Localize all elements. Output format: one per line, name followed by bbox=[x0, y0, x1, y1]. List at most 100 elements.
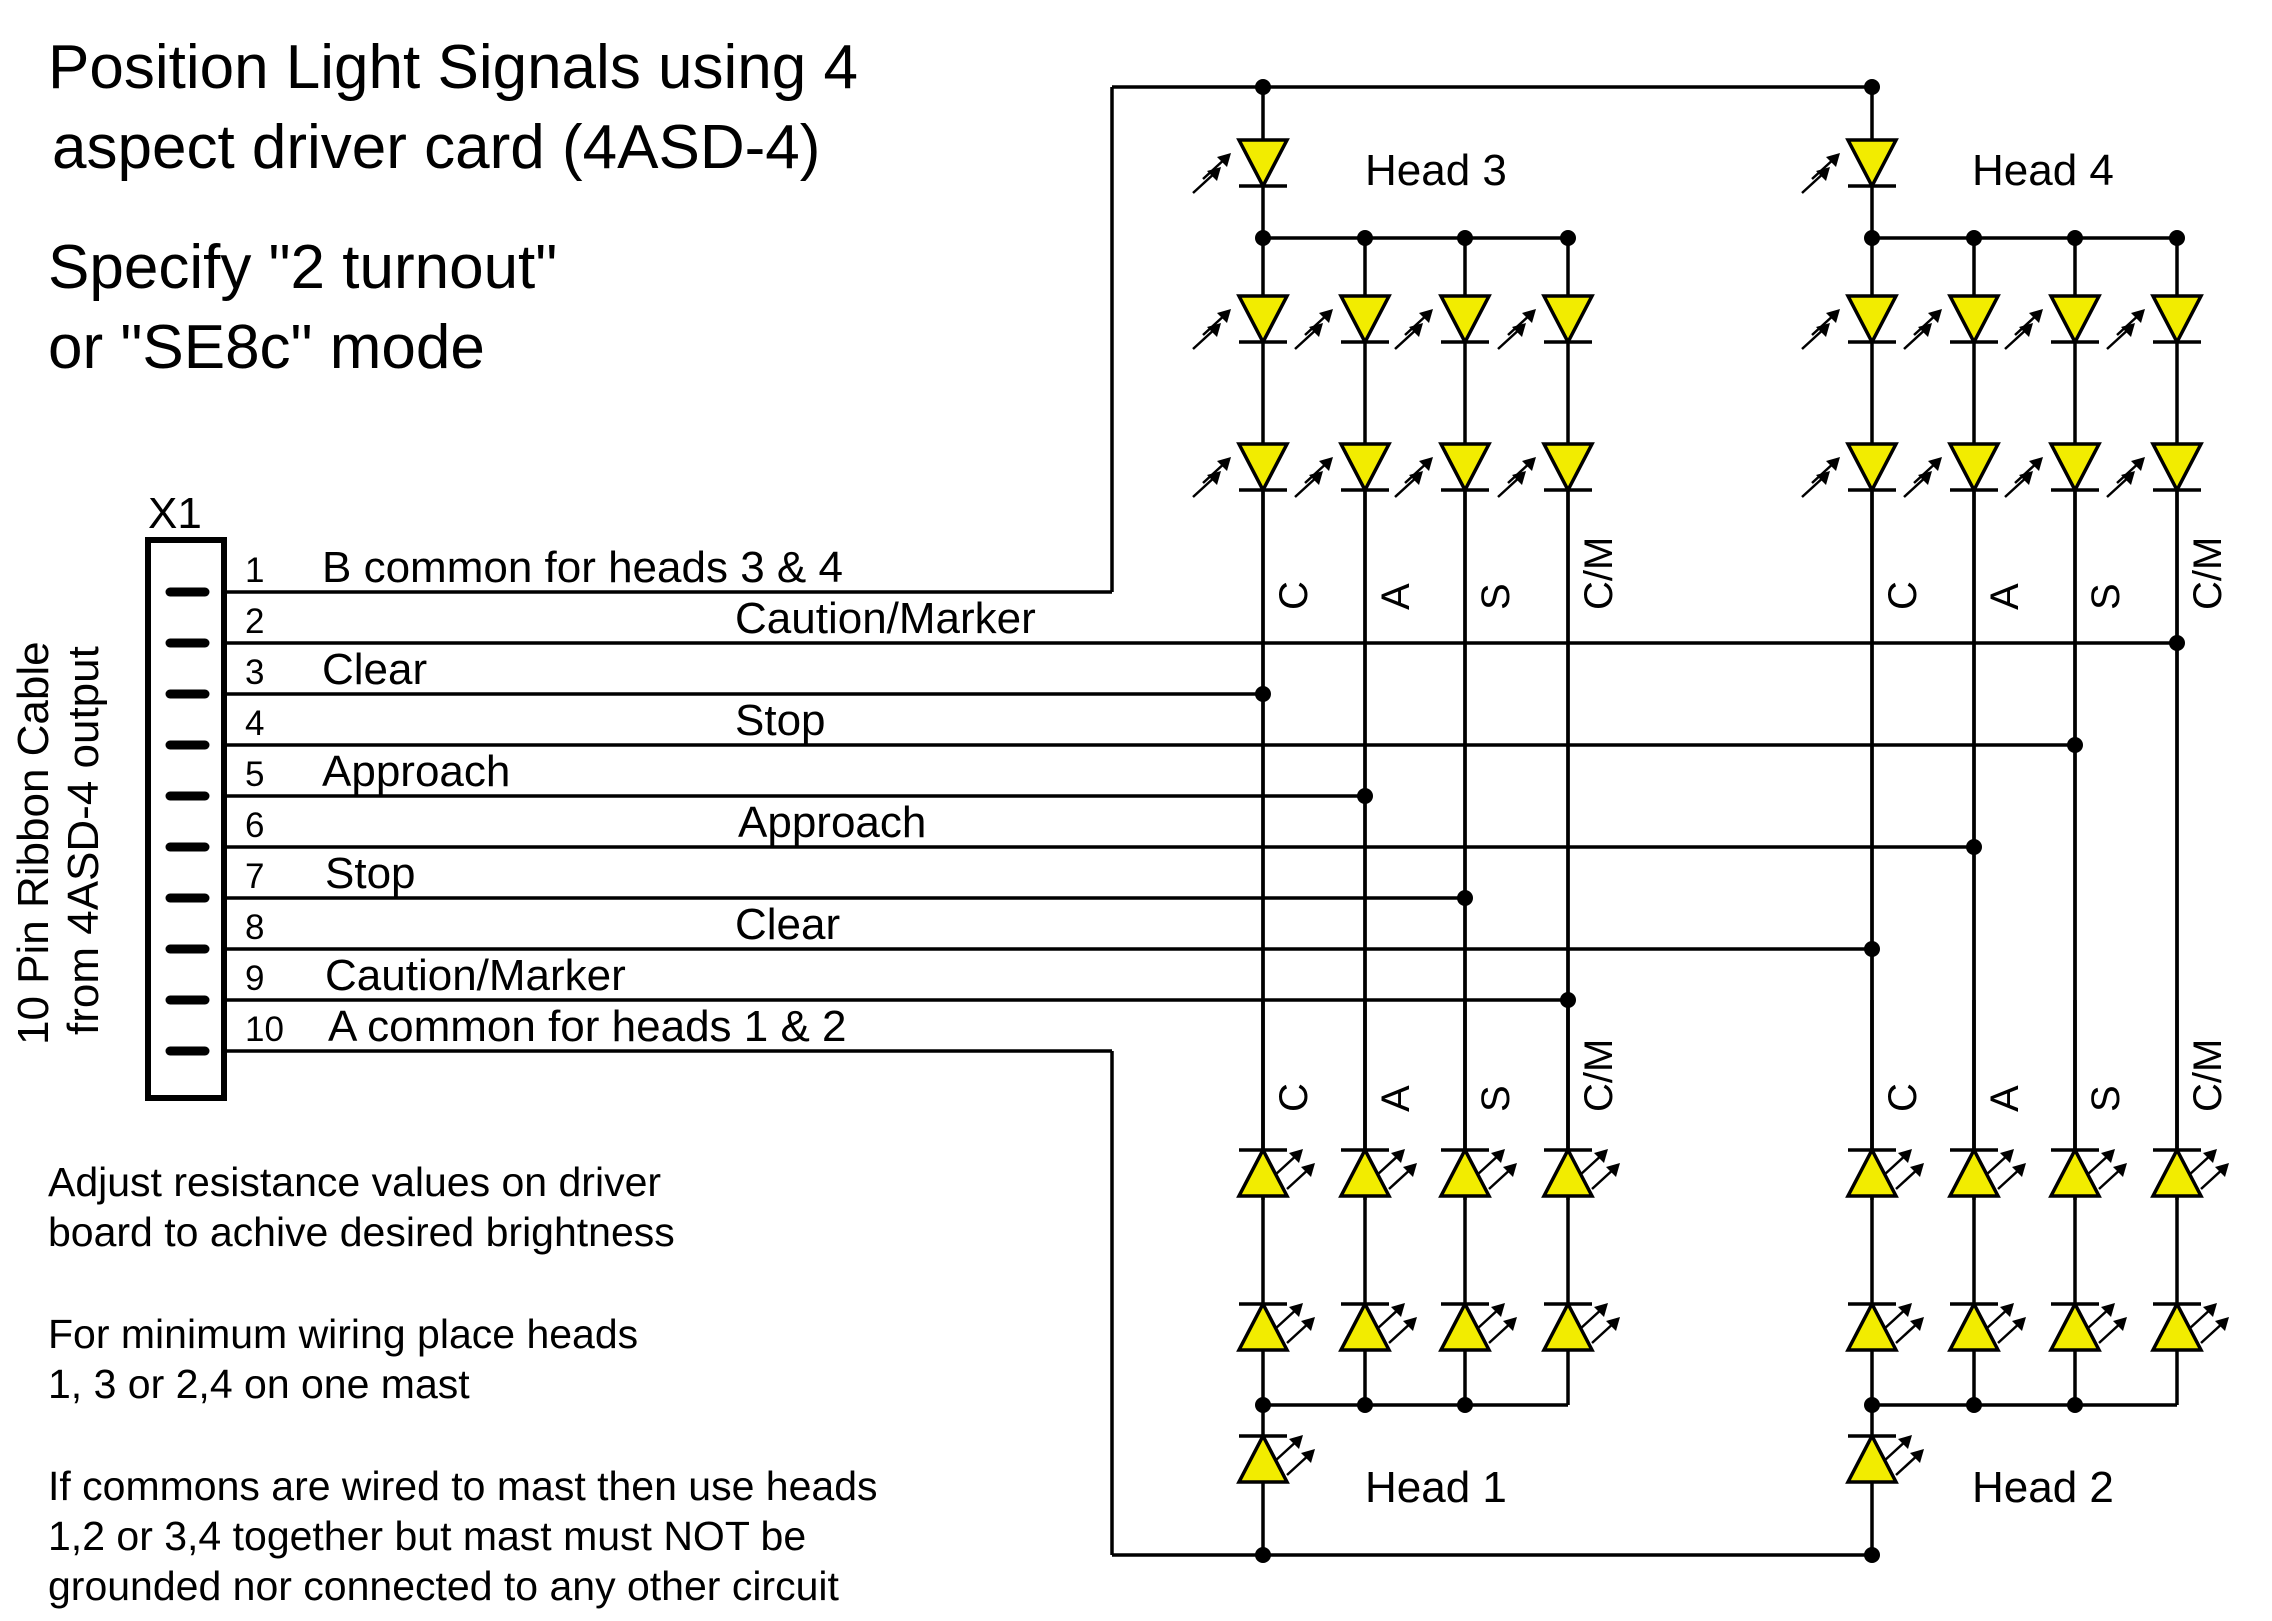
connector-body bbox=[145, 537, 227, 1101]
junction-dot bbox=[2067, 737, 2083, 753]
led bbox=[1192, 294, 1290, 350]
junction-dot bbox=[1357, 788, 1373, 804]
column-label-bg bbox=[1986, 1072, 2024, 1112]
pin-number: 9 bbox=[245, 959, 264, 998]
column-label-bg bbox=[1884, 1072, 1922, 1112]
title-line-2: aspect driver card (4ASD-4) bbox=[52, 113, 820, 182]
led bbox=[2004, 294, 2102, 350]
junction-dot bbox=[1457, 230, 1473, 246]
column-label: S bbox=[2084, 583, 2128, 610]
pin-label: Stop bbox=[735, 696, 826, 745]
pin-label: Approach bbox=[738, 798, 926, 847]
note-wiring-1: For minimum wiring place heads bbox=[48, 1311, 638, 1357]
junction-dot bbox=[1864, 1547, 1880, 1563]
led bbox=[1845, 1300, 1924, 1352]
column-label-bg bbox=[2189, 1022, 2227, 1112]
led bbox=[1903, 294, 2001, 350]
column-label: S bbox=[1474, 1085, 1518, 1112]
junction-dot bbox=[2067, 1397, 2083, 1413]
note-commons-3: grounded nor connected to any other circ… bbox=[48, 1563, 840, 1609]
led bbox=[1903, 442, 2001, 498]
led bbox=[1338, 1146, 1417, 1198]
head-2-label: Head 2 bbox=[1972, 1463, 2114, 1512]
junction-dot bbox=[1864, 941, 1880, 957]
led bbox=[2150, 1146, 2229, 1198]
mode-line-2: or "SE8c" mode bbox=[48, 313, 485, 382]
pin-label: Clear bbox=[322, 645, 427, 694]
pin-number: 8 bbox=[245, 908, 264, 947]
led bbox=[2004, 442, 2102, 498]
column-label-bg bbox=[1377, 570, 1415, 610]
column-label: C bbox=[1272, 1083, 1316, 1112]
column-label-bg bbox=[1477, 1072, 1515, 1112]
junction-dot bbox=[1966, 1397, 1982, 1413]
column-label-bg bbox=[1275, 1072, 1313, 1112]
junction-dot bbox=[2169, 230, 2185, 246]
led bbox=[1236, 1146, 1315, 1198]
led bbox=[1236, 1432, 1315, 1484]
led bbox=[1294, 294, 1392, 350]
junction-dot bbox=[1560, 230, 1576, 246]
pin-number: 7 bbox=[245, 857, 264, 896]
head-4-label: Head 4 bbox=[1972, 146, 2114, 195]
led bbox=[1236, 1300, 1315, 1352]
column-label: C/M bbox=[2186, 537, 2230, 610]
junction-dot bbox=[1255, 1397, 1271, 1413]
led bbox=[1947, 1300, 2026, 1352]
led bbox=[1338, 1300, 1417, 1352]
junction-dot bbox=[1864, 79, 1880, 95]
led bbox=[2106, 294, 2204, 350]
column-label: A bbox=[1374, 583, 1418, 610]
column-label-bg bbox=[1884, 570, 1922, 610]
column-label: C/M bbox=[2186, 1039, 2230, 1112]
junction-dot bbox=[2067, 230, 2083, 246]
led bbox=[1438, 1300, 1517, 1352]
pin-label: Stop bbox=[325, 849, 416, 898]
title-line-1: Position Light Signals using 4 bbox=[48, 33, 858, 102]
junctions bbox=[1255, 79, 2185, 1563]
junction-dot bbox=[1255, 230, 1271, 246]
column-label: S bbox=[1474, 583, 1518, 610]
column-label-bg bbox=[1377, 1072, 1415, 1112]
led bbox=[1192, 442, 1290, 498]
column-label-bg bbox=[2087, 1072, 2125, 1112]
mode-line-1: Specify "2 turnout" bbox=[48, 233, 557, 302]
column-label: C bbox=[1881, 581, 1925, 610]
led bbox=[2106, 442, 2204, 498]
column-label: C/M bbox=[1577, 537, 1621, 610]
junction-dot bbox=[1255, 79, 1271, 95]
junction-dot bbox=[1864, 230, 1880, 246]
led bbox=[1801, 442, 1899, 498]
pin-label: Approach bbox=[322, 747, 510, 796]
led bbox=[1192, 138, 1290, 194]
wires bbox=[224, 85, 2179, 1557]
junction-dot bbox=[1457, 1397, 1473, 1413]
junction-dot bbox=[1966, 230, 1982, 246]
column-label-bg bbox=[1477, 570, 1515, 610]
led bbox=[1438, 1146, 1517, 1198]
led bbox=[1947, 1146, 2026, 1198]
led bbox=[1801, 138, 1899, 194]
pin-label: B common for heads 3 & 4 bbox=[322, 543, 843, 592]
pin-label: Caution/Marker bbox=[735, 594, 1036, 643]
pin-number: 10 bbox=[245, 1010, 284, 1049]
led bbox=[1294, 442, 1392, 498]
note-brightness-1: Adjust resistance values on driver bbox=[48, 1159, 661, 1205]
led bbox=[1394, 294, 1492, 350]
junction-dot bbox=[1966, 839, 1982, 855]
note-wiring-2: 1, 3 or 2,4 on one mast bbox=[48, 1361, 470, 1407]
column-label: A bbox=[1983, 583, 2027, 610]
pin-number: 5 bbox=[245, 755, 264, 794]
note-commons-2: 1,2 or 3,4 together but mast must NOT be bbox=[48, 1513, 806, 1559]
led bbox=[1497, 294, 1595, 350]
pin-number: 4 bbox=[245, 704, 264, 743]
led bbox=[2150, 1300, 2229, 1352]
connector-name: X1 bbox=[148, 489, 202, 538]
led bbox=[1541, 1146, 1620, 1198]
led bbox=[1845, 1432, 1924, 1484]
column-label: S bbox=[2084, 1085, 2128, 1112]
column-label-bg bbox=[2189, 520, 2227, 610]
led bbox=[1497, 442, 1595, 498]
column-label: A bbox=[1983, 1085, 2027, 1112]
